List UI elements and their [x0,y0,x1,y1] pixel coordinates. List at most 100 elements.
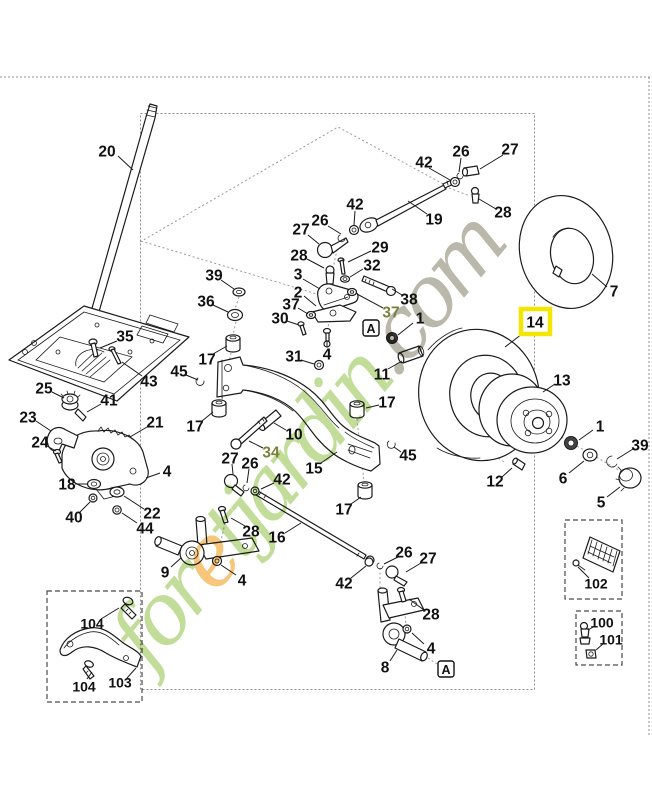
part-callout-16[interactable]: 16 [268,530,286,547]
part-callout-1[interactable]: 1 [596,419,605,436]
part-callout-100[interactable]: 100 [590,615,614,631]
part-callout-2[interactable]: 2 [294,285,303,302]
part-callout-36[interactable]: 36 [197,294,215,311]
part-callout-7[interactable]: 7 [610,284,619,301]
part-callout-45[interactable]: 45 [399,448,417,465]
leader-line [201,411,214,422]
part-callout-6[interactable]: 6 [559,471,568,488]
part-callout-45[interactable]: 45 [170,364,188,381]
part-callout-1[interactable]: 1 [416,311,425,328]
part-callout-32[interactable]: 32 [363,258,380,275]
spring-102 [582,536,621,573]
part-callout-28[interactable]: 28 [290,248,308,265]
diagram-shape [448,187,471,197]
part-callout-28[interactable]: 28 [422,607,440,624]
part-callout-44[interactable]: 44 [136,521,154,538]
part-callout-27[interactable]: 27 [221,451,238,468]
part-callout-27[interactable]: 27 [501,142,518,159]
diagram-shape [136,314,179,344]
part-callout-5[interactable]: 5 [597,495,606,512]
leader-line [284,522,302,534]
part-callout-103[interactable]: 103 [108,675,132,691]
diagram-shape [229,335,237,340]
washer-37 [305,310,317,320]
leader-line [353,210,356,226]
part-callout-104[interactable]: 104 [80,616,104,632]
part-callout-10[interactable]: 10 [285,427,302,444]
leader-line [428,167,451,181]
part-callout-27[interactable]: 27 [292,222,309,239]
diagram-shape [216,356,381,472]
part-callout-42[interactable]: 42 [273,472,290,489]
part-callout-40[interactable]: 40 [65,510,82,527]
part-callout-42[interactable]: 42 [415,155,432,172]
part-callout-26[interactable]: 26 [241,456,259,473]
part-callout-42[interactable]: 42 [335,576,352,593]
diagram-shape [66,395,74,403]
part-callout-41[interactable]: 41 [100,393,118,410]
part-callout-43[interactable]: 43 [140,374,158,391]
diagram-shape [110,348,122,365]
part-callout-3[interactable]: 3 [294,267,303,284]
part-callout-19[interactable]: 19 [425,212,443,229]
diagram-shape [353,401,361,406]
part-callout-27[interactable]: 27 [419,551,436,568]
part-callout-4[interactable]: 4 [163,464,172,481]
part-callout-31[interactable]: 31 [285,349,303,366]
part-callout-20[interactable]: 20 [98,144,115,161]
part-callout-30[interactable]: 30 [271,311,288,328]
part-callout-102[interactable]: 102 [584,576,608,592]
part-callout-26[interactable]: 26 [311,213,329,230]
part-callout-29[interactable]: 29 [371,240,389,257]
part-callout-104[interactable]: 104 [72,679,96,695]
part-callout-9[interactable]: 9 [161,565,170,582]
part-callout-26[interactable]: 26 [395,545,413,562]
part-callout-17[interactable]: 17 [335,502,352,519]
leader-line [349,268,364,278]
detail-marker-label: A [366,322,375,336]
part-callout-18[interactable]: 18 [58,477,76,494]
part-callout-26[interactable]: 26 [452,144,470,161]
part-callout-28[interactable]: 28 [494,205,512,222]
leader-line [408,598,425,611]
part-callout-28[interactable]: 28 [242,524,260,541]
diagram-shape [242,543,248,549]
part-callout-11[interactable]: 11 [374,367,391,384]
diagram-shape [91,447,115,471]
part-callout-13[interactable]: 13 [553,373,571,390]
part-callout-17[interactable]: 17 [198,352,215,369]
part-callout-101[interactable]: 101 [599,632,623,648]
part-callout-22[interactable]: 22 [143,506,160,523]
highlight-box[interactable] [518,306,553,337]
part-callout-39[interactable]: 39 [631,438,649,455]
bolt-104-bottom [82,660,95,680]
part-callout-35[interactable]: 35 [116,329,134,346]
part-callout-21[interactable]: 21 [146,415,164,432]
part-callout-37[interactable]: 37 [382,305,399,322]
nut-31 [313,359,325,371]
part-callout-4[interactable]: 4 [427,641,436,658]
diagram-shape [351,227,357,233]
part-callout-24[interactable]: 24 [31,435,49,452]
clip-102 [572,559,580,567]
clip-45-left [195,377,205,386]
part-callout-15[interactable]: 15 [305,461,323,478]
part-callout-23[interactable]: 23 [19,410,37,427]
part-callout-4[interactable]: 4 [323,347,332,364]
part-callout-4[interactable]: 4 [238,573,247,590]
part-callout-17[interactable]: 17 [186,419,203,436]
grommet-36 [226,308,244,322]
part-callout-39[interactable]: 39 [205,268,223,285]
part-callout-25[interactable]: 25 [35,381,53,398]
leader-line [303,295,317,307]
part-callout-14-highlighted[interactable]: 14 [526,315,544,332]
part-callout-38[interactable]: 38 [400,292,418,309]
diagram-shape [129,467,137,475]
part-callout-8[interactable]: 8 [381,660,390,677]
part-callout-34[interactable]: 34 [262,445,280,462]
part-callout-37[interactable]: 37 [282,297,299,314]
part-callout-12[interactable]: 12 [486,474,503,491]
nut-4-right [402,624,412,634]
part-callout-42[interactable]: 42 [346,197,363,214]
part-callout-17[interactable]: 17 [378,395,395,412]
